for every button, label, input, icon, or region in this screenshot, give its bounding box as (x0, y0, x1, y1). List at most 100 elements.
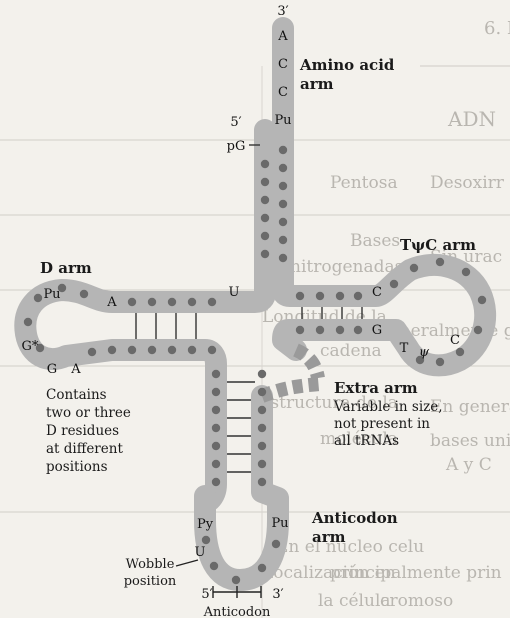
nucleotide-bead (168, 346, 176, 354)
nucleotide-bead (212, 388, 220, 396)
bg-col-header: ADN (447, 107, 496, 131)
anticodon-arm-title: Anticodon (311, 509, 398, 527)
nucleotide-bead (261, 232, 269, 240)
nucleotide-bead (336, 326, 344, 334)
nucleotide-bead (212, 370, 220, 378)
nucleotide-bead (212, 406, 220, 414)
base-u: U (229, 285, 240, 300)
nucleotide-bead (148, 298, 156, 306)
five-prime-bottom-label: 5′ (201, 587, 212, 602)
extra-arm-note: Variable in size, (333, 399, 443, 415)
d-arm-note: Contains (46, 387, 107, 403)
nucleotide-bead (232, 576, 240, 584)
nucleotide-bead (212, 442, 220, 450)
bg-row-value: cromoso (380, 591, 453, 611)
wobble-label: Wobble (126, 557, 175, 572)
base-t: T (400, 341, 409, 356)
base-g: G (47, 362, 57, 377)
nucleotide-bead (272, 540, 280, 548)
base-c: C (278, 85, 288, 100)
nucleotide-bead (261, 196, 269, 204)
nucleotide-bead (261, 250, 269, 258)
nucleotide-bead (258, 370, 266, 378)
nucleotide-bead (279, 218, 287, 226)
nucleotide-bead (390, 280, 398, 288)
nucleotide-bead (258, 406, 266, 414)
nucleotide-bead (208, 298, 216, 306)
nucleotide-bead (258, 460, 266, 468)
extra-arm-title: Extra arm (334, 379, 418, 397)
nucleotide-bead (436, 258, 444, 266)
nucleotide-bead (188, 298, 196, 306)
bg-row-label: cadena (320, 341, 382, 361)
nucleotide-bead (210, 562, 218, 570)
three-prime-label: 3′ (277, 4, 288, 19)
nucleotide-bead (168, 298, 176, 306)
bg-heading: 6. Diferencias estructurales entre A (484, 18, 510, 39)
base-g-star: G* (22, 339, 39, 354)
base-py: Py (197, 517, 214, 532)
nucleotide-bead (208, 346, 216, 354)
bg-row-label: Bases (350, 231, 400, 251)
three-prime-bottom-label: 3′ (272, 587, 283, 602)
nucleotide-bead (279, 146, 287, 154)
nucleotide-bead (258, 424, 266, 432)
base-a: A (70, 362, 81, 377)
nucleotide-bead (34, 294, 42, 302)
bg-row-value: A y C (445, 455, 492, 475)
extra-arm-connector (296, 350, 318, 378)
nucleotide-bead (410, 264, 418, 272)
bg-row-value: principalmente prin (330, 563, 502, 583)
d-arm-note: positions (46, 459, 108, 475)
bg-row-label: nitrogenadas (290, 257, 403, 277)
nucleotide-bead (316, 326, 324, 334)
nucleotide-bead (316, 292, 324, 300)
nucleotide-bead (261, 160, 269, 168)
base-pg: pG (227, 139, 246, 154)
nucleotide-bead (212, 424, 220, 432)
nucleotide-bead (279, 200, 287, 208)
wobble-pointer (176, 560, 198, 566)
anticodon-arm-title2: arm (312, 528, 346, 546)
base-pu: Pu (271, 516, 288, 531)
nucleotide-bead (279, 236, 287, 244)
nucleotide-bead (279, 254, 287, 262)
nucleotide-bead (188, 346, 196, 354)
base-g: G (372, 323, 382, 338)
background-table: 6. Diferencias estructurales entre A ADN… (0, 18, 510, 618)
nucleotide-bead (462, 268, 470, 276)
d-arm-note: two or three (46, 405, 131, 421)
five-prime-label: 5′ (230, 115, 241, 130)
nucleotide-bead (80, 290, 88, 298)
nucleotide-bead (108, 346, 116, 354)
nucleotide-bead (24, 318, 32, 326)
nucleotide-bead (279, 164, 287, 172)
base-a: A (106, 295, 117, 310)
base-psi: ψ (419, 345, 430, 360)
base-pu: Pu (274, 113, 291, 128)
nucleotide-bead (258, 478, 266, 486)
amino-acid-arm-title2: arm (300, 75, 334, 93)
nucleotide-bead (128, 298, 136, 306)
nucleotide-bead (212, 478, 220, 486)
nucleotide-bead (148, 346, 156, 354)
base-a: A (277, 29, 288, 44)
nucleotide-bead (258, 442, 266, 450)
nucleotide-bead (456, 348, 464, 356)
nucleotide-bead (261, 178, 269, 186)
nucleotide-bead (478, 296, 486, 304)
bg-row-label: Pentosa (330, 173, 398, 193)
d-arm-note: D residues (46, 423, 119, 439)
base-c: C (450, 333, 460, 348)
nucleotide-bead (296, 292, 304, 300)
nucleotide-bead (279, 182, 287, 190)
nucleotide-bead (212, 460, 220, 468)
nucleotide-bead (258, 388, 266, 396)
extra-arm-note: not present in (334, 416, 430, 432)
base-pu: Pu (43, 287, 60, 302)
nucleotide-bead (336, 292, 344, 300)
anticodon-label: Anticodon (203, 605, 271, 618)
d-arm-note: at different (46, 441, 123, 457)
nucleotide-bead (88, 348, 96, 356)
